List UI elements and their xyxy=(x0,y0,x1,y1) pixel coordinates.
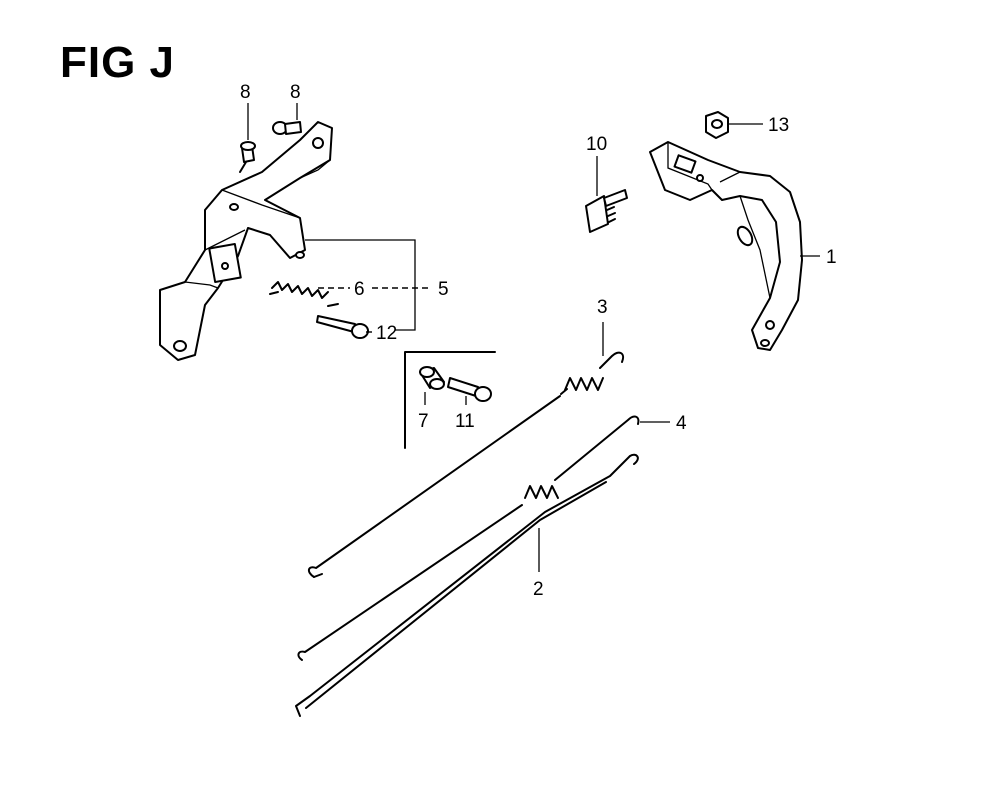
screw-part-10 xyxy=(585,156,628,233)
callout-2: 2 xyxy=(533,579,544,600)
figure-title: FIG J xyxy=(60,38,176,87)
callout-4: 4 xyxy=(676,413,687,434)
callout-11: 11 xyxy=(455,411,475,432)
callout-10: 10 xyxy=(586,134,607,155)
inset-parts-7-11 xyxy=(404,351,496,449)
nut-part-13 xyxy=(705,111,763,139)
rod-part-4 xyxy=(297,415,670,661)
callout-8b: 8 xyxy=(290,82,301,103)
callout-12: 12 xyxy=(376,323,397,344)
callout-13: 13 xyxy=(768,115,789,136)
control-bracket-part-5 xyxy=(159,121,333,361)
rod-part-2 xyxy=(295,453,639,717)
spring-part-6 xyxy=(269,281,339,307)
callout-5: 5 xyxy=(438,279,449,300)
leader-lines-left xyxy=(247,103,430,333)
lever-part-1 xyxy=(649,141,820,351)
callout-6: 6 xyxy=(354,279,365,300)
bolt-part-8-right xyxy=(272,121,302,135)
pin-part-12 xyxy=(316,315,369,339)
callout-labels: 8 8 6 5 12 7 11 10 13 1 3 4 2 xyxy=(240,82,837,600)
callout-7: 7 xyxy=(418,411,429,432)
callout-1: 1 xyxy=(826,247,837,268)
callout-3: 3 xyxy=(597,297,608,318)
bolt-part-8-left xyxy=(239,141,256,173)
rod-part-3 xyxy=(308,322,624,578)
callout-8a: 8 xyxy=(240,82,251,103)
